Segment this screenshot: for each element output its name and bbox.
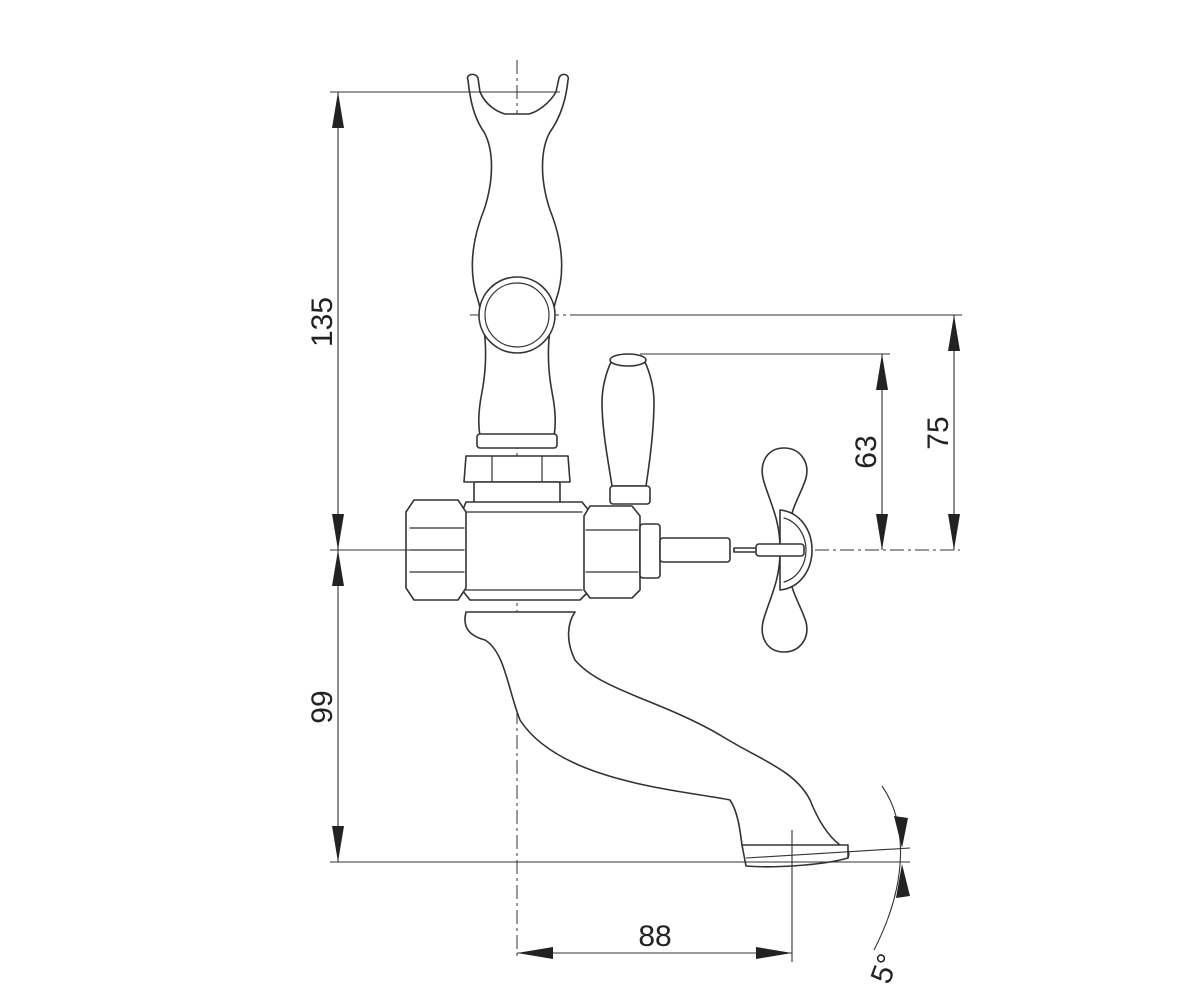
- dim-label-63: 63: [850, 435, 883, 468]
- arrow-angle-bottom: [896, 864, 910, 898]
- arrow-angle-top: [894, 816, 908, 848]
- lever-handle-cap: [609, 353, 647, 367]
- shower-holder-ring-inner: [484, 282, 550, 348]
- shower-holder-ring: [478, 276, 556, 354]
- arrow-99-bottom: [332, 826, 344, 862]
- dim-label-angle: 5°: [865, 950, 906, 988]
- lever-handle-collar: [609, 485, 651, 505]
- arrow-88-left: [517, 947, 553, 959]
- holder-collar: [476, 433, 558, 449]
- holder-nut: [463, 455, 571, 483]
- arrow-63-top: [876, 354, 888, 390]
- crosshead-hub-inner: [783, 517, 807, 583]
- valve-bonnet: [639, 523, 661, 579]
- dim-label-99: 99: [306, 690, 339, 723]
- dim-label-75: 75: [922, 416, 955, 449]
- arrow-75-bottom: [948, 514, 960, 550]
- arrow-63-bottom: [876, 514, 888, 550]
- dim-label-88: 88: [638, 920, 671, 953]
- spout-outlet: [741, 844, 849, 868]
- valve-body: [461, 501, 591, 601]
- holder-neck: [473, 481, 561, 505]
- crosshead-index-bar: [755, 543, 805, 557]
- arrow-75-top: [948, 315, 960, 351]
- arrow-135-bottom: [332, 514, 344, 550]
- angle-arc-5: [873, 785, 902, 951]
- arrow-88-right: [756, 947, 792, 959]
- ext-line-angle: [745, 847, 911, 859]
- shower-holder-stem: [466, 73, 570, 437]
- dim-label-135: 135: [306, 297, 339, 347]
- arrow-99-top: [332, 550, 344, 586]
- lever-handle: [601, 359, 655, 487]
- arrow-135-top: [332, 92, 344, 128]
- valve-spindle: [659, 537, 731, 563]
- valve-nut: [583, 505, 641, 599]
